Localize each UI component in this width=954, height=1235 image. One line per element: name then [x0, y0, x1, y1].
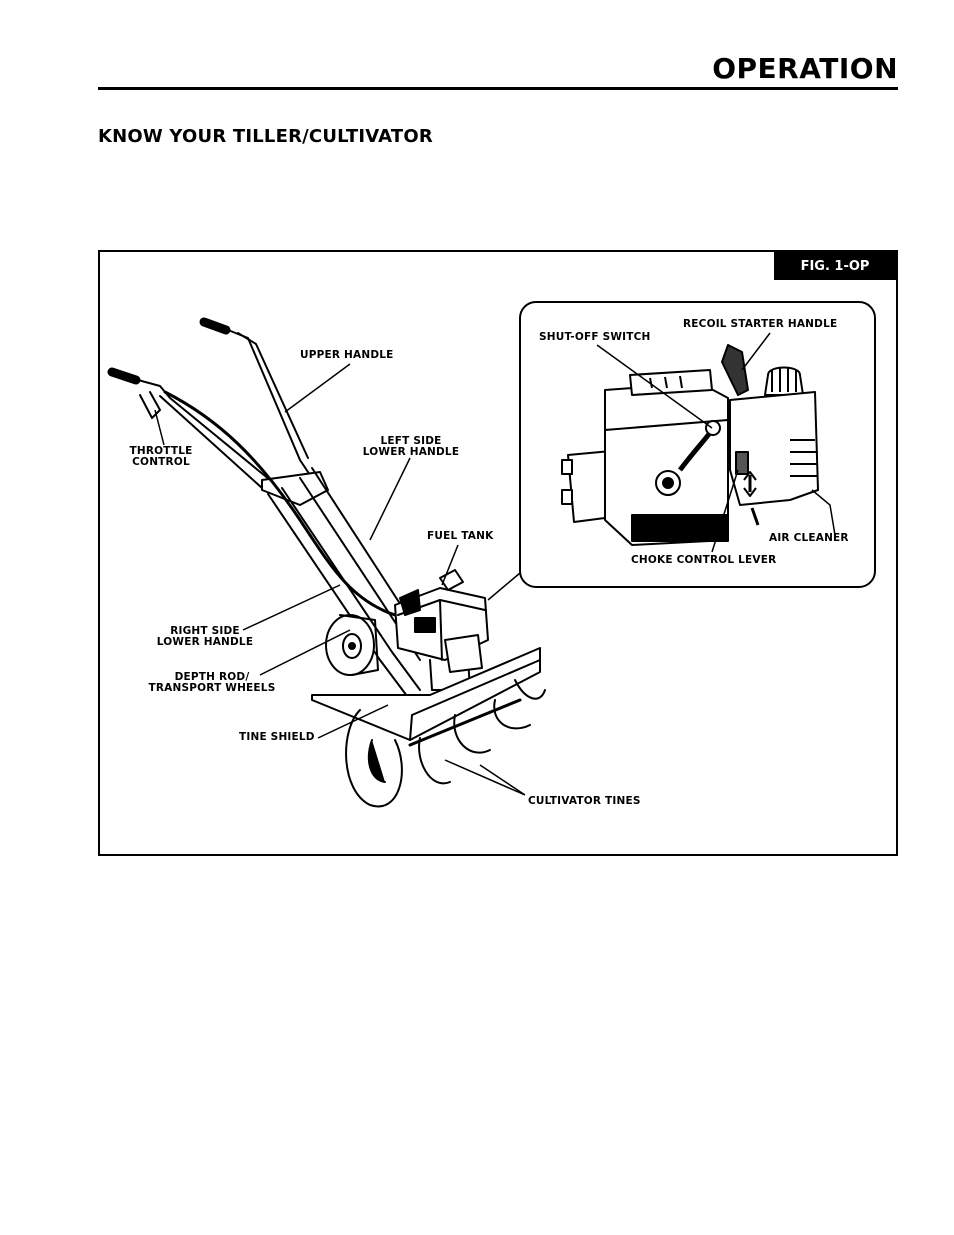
leader-choke-lever: [711, 469, 739, 553]
tines-drawing: [345, 679, 546, 808]
throttle-lever-drawing: [139, 390, 397, 617]
leader-recoil-starter: [741, 332, 771, 371]
label-air-cleaner: AIR CLEANER: [769, 532, 849, 544]
inset-detail: [519, 301, 876, 588]
tiller-drawing: [107, 317, 546, 808]
leader-air-cleaner: [811, 489, 836, 536]
leader-depth-rod: [259, 629, 351, 676]
label-fuel-tank: FUEL TANK: [427, 530, 494, 542]
label-left-side-line2: LOWER HANDLE: [362, 446, 460, 458]
label-throttle-control-line2: CONTROL: [132, 456, 190, 468]
upper-handle-drawing: [107, 317, 329, 506]
label-right-side-line1: RIGHT SIDE: [170, 625, 240, 637]
label-recoil-starter-handle: RECOIL STARTER HANDLE: [683, 318, 838, 330]
label-upper-handle: UPPER HANDLE: [300, 349, 394, 361]
transport-wheel-drawing: [325, 614, 379, 676]
leader-tine-shield: [317, 704, 389, 739]
label-throttle-control-line1: THROTTLE: [129, 445, 193, 457]
leader-fuel-tank: [441, 544, 459, 586]
label-depth-rod-line2: TRANSPORT WHEELS: [148, 682, 276, 694]
figure-frame: FIG. 1-OP: [98, 250, 898, 856]
label-left-side-line1: LEFT SIDE: [380, 435, 442, 447]
label-left-side-lower-handle: LEFT SIDE LOWER HANDLE: [356, 436, 466, 458]
leader-right-lower-handle: [242, 584, 341, 631]
label-right-side-line2: LOWER HANDLE: [156, 636, 254, 648]
leader-shut-off-switch: [596, 344, 713, 429]
leader-upper-handle: [284, 363, 351, 413]
label-tine-shield: TINE SHIELD: [239, 731, 315, 743]
label-depth-rod-line1: DEPTH ROD/: [174, 671, 250, 683]
leader-left-lower-handle: [369, 457, 411, 541]
title-rule: [98, 87, 898, 90]
label-cultivator-tines: CULTIVATOR TINES: [528, 795, 641, 807]
label-choke-control-lever: CHOKE CONTROL LEVER: [631, 554, 777, 566]
leader-throttle-control: [154, 409, 165, 446]
page-title: OPERATION: [712, 52, 898, 85]
label-throttle-control: THROTTLE CONTROL: [126, 446, 196, 468]
label-depth-rod-transport-wheels: DEPTH ROD/ TRANSPORT WHEELS: [142, 672, 282, 694]
leader-lines: [154, 332, 836, 796]
section-heading: KNOW YOUR TILLER/CULTIVATOR: [98, 126, 433, 147]
label-right-side-lower-handle: RIGHT SIDE LOWER HANDLE: [150, 626, 260, 648]
leader-inset-callout: [487, 572, 521, 601]
leader-cultivator-tines: [444, 759, 526, 796]
figure-tag: FIG. 1-OP: [774, 252, 896, 280]
engine-drawing: [394, 569, 489, 691]
tine-shield-drawing: [311, 647, 541, 741]
label-shut-off-switch: SHUT-OFF SWITCH: [539, 331, 651, 343]
